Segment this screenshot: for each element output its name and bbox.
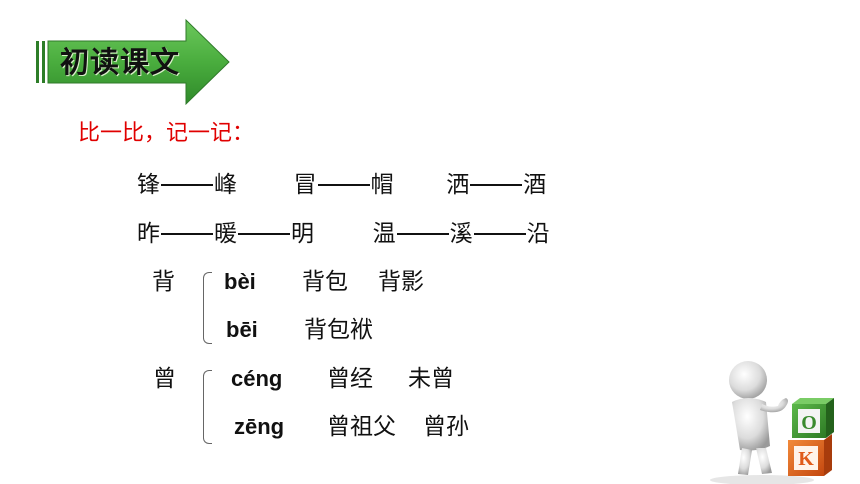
brace-ceng [203, 370, 212, 444]
dash-divider [470, 183, 523, 186]
pinyin-bei-1: bēi [226, 317, 258, 342]
char: 帽 [370, 172, 394, 198]
char: 酒 [523, 172, 547, 198]
banner-arrow-shape [36, 18, 230, 106]
word: 背影 [378, 269, 424, 295]
block-letter-k: K [798, 448, 814, 470]
compare-row-1: 锋峰 冒帽 洒酒 [137, 168, 546, 202]
char: 峰 [214, 172, 237, 198]
char: 溪 [449, 221, 473, 247]
block-o: O [792, 398, 834, 438]
pinyin-bei-4: bèi [224, 269, 256, 294]
word: 未曾 [408, 366, 454, 392]
char: 锋 [137, 172, 160, 198]
char: 沿 [526, 221, 550, 247]
polyphone-char-ceng: 曾 [153, 366, 176, 392]
char: 洒 [446, 172, 470, 198]
char: 冒 [293, 172, 317, 198]
dash-divider [396, 232, 449, 235]
char: 温 [372, 221, 396, 247]
page-title: 初读课文 [60, 45, 181, 79]
word: 背包袱 [304, 317, 373, 343]
pinyin-zeng-1: zēng [234, 414, 285, 439]
block-letter-o: O [801, 412, 817, 434]
brace-bei [203, 272, 212, 344]
figure-ok-illustration: O K [710, 361, 834, 484]
pinyin-ceng-2: céng [231, 366, 283, 391]
char: 昨 [137, 221, 160, 247]
word: 曾祖父 [327, 414, 396, 440]
word: 曾经 [327, 366, 373, 392]
char: 暖 [214, 221, 237, 247]
dash-divider [161, 232, 213, 235]
char: 明 [291, 221, 314, 247]
polyphone-char-bei: 背 [152, 269, 175, 295]
word: 曾孙 [423, 414, 469, 440]
dash-divider [473, 232, 526, 235]
word: 背包 [302, 269, 348, 295]
dash-divider [238, 232, 290, 235]
title-banner: 初读课文 [36, 18, 232, 106]
dash-divider [317, 183, 370, 186]
block-k: K [788, 434, 832, 476]
compare-row-2: 昨暖明 温溪沿 [137, 217, 550, 251]
dash-divider [161, 183, 213, 186]
section-subtitle: 比一比，记一记： [78, 121, 255, 146]
